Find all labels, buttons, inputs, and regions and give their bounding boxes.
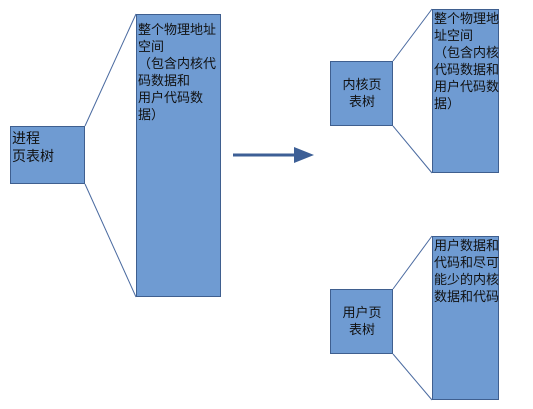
kernel-page-table-label: 内核页 表树 [342,78,382,110]
kernel-address-space-label: 整个物理地址空间 （包含内核代码数据和 用户代码数据） [434,12,500,112]
user-page-table-label: 用户页 表树 [342,306,382,338]
user-page-table-box: 用户页 表树 [330,289,393,354]
user-address-space-box: 用户数据和代码和尽可能少的内核数据和代码 [432,236,499,400]
kernel-page-table-box: 内核页 表树 [330,61,393,126]
process-page-table-box: 进程 页表树 [10,126,85,184]
connector-user-top [392,235,433,290]
transform-arrow-head [294,147,314,163]
user-address-space-label: 用户数据和代码和尽可能少的内核数据和代码 [434,239,500,305]
connector-user-bottom [392,353,433,401]
full-address-space-label: 整个物理地址空间 （包含内核代码数据和 用户代码数据） [138,23,217,123]
process-page-table-label: 进程 页表树 [12,131,54,165]
connector-kernel-bottom [392,125,433,174]
full-address-space-box: 整个物理地址空间 （包含内核代码数据和 用户代码数据） [136,14,221,297]
kernel-address-space-box: 整个物理地址空间 （包含内核代码数据和 用户代码数据） [432,9,499,173]
connector-process-top [84,13,137,127]
connector-kernel-top [392,8,433,62]
connector-process-bottom [84,183,137,298]
